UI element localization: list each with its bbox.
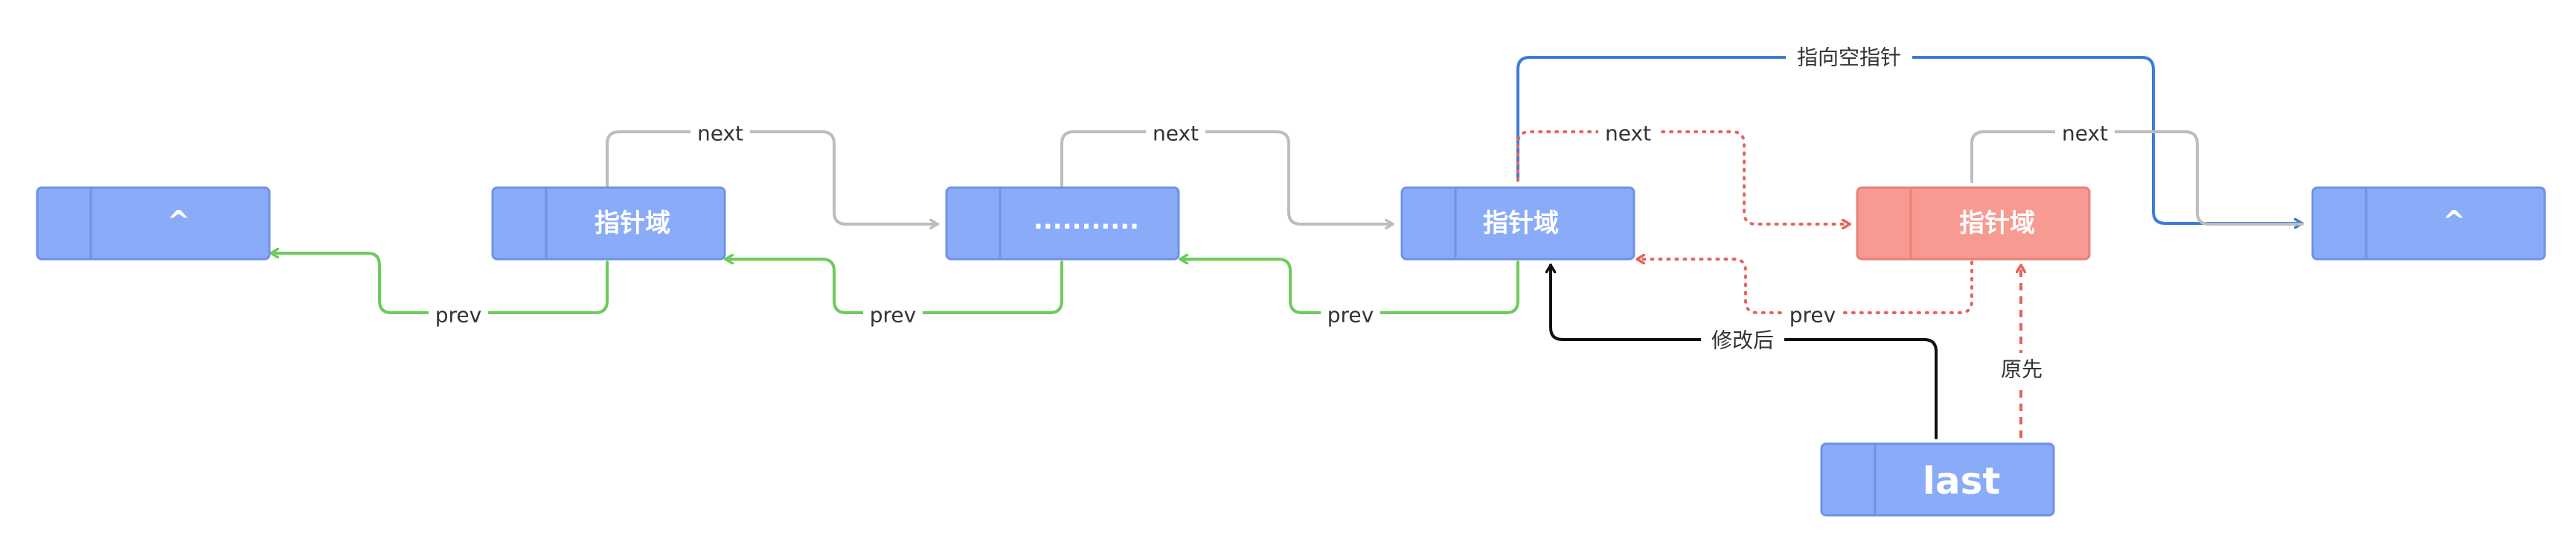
edge-label-next: next bbox=[1153, 121, 1199, 146]
edge-prev-3-2: prev bbox=[724, 259, 1063, 330]
edge-label-prev: prev bbox=[435, 303, 481, 328]
list-node: ........... bbox=[945, 186, 1180, 261]
edge-next-3-4: next bbox=[1060, 116, 1394, 224]
list-node: 指针域 bbox=[491, 186, 726, 261]
node-label: ........... bbox=[1034, 206, 1139, 235]
edge-next-4-5: next bbox=[1516, 116, 1851, 224]
node-label: ^ bbox=[167, 205, 190, 238]
edge-label-next: next bbox=[1605, 121, 1651, 146]
list-node-highlighted: 指针域 bbox=[1856, 186, 2091, 261]
node-label: 指针域 bbox=[1959, 208, 2035, 238]
edge-label-prev: prev bbox=[870, 303, 916, 328]
edge-label-null-pointer: 指向空指针 bbox=[1797, 45, 1901, 70]
edge-prev-2-1: prev bbox=[269, 253, 609, 330]
edge-last-before: 原先 bbox=[1994, 265, 2049, 438]
edge-label-originally: 原先 bbox=[2001, 357, 2042, 382]
edge-prev-5-4: prev bbox=[1635, 259, 1973, 330]
edge-next-2-3: next bbox=[606, 116, 939, 224]
edge-null-pointer: 指向空指针 bbox=[1516, 42, 2304, 223]
edge-label-next: next bbox=[2062, 121, 2108, 146]
list-node: ^ bbox=[36, 186, 271, 261]
edge-label-next: next bbox=[697, 121, 743, 146]
node-label-last: last bbox=[1923, 459, 2001, 503]
edge-label-prev: prev bbox=[1790, 303, 1836, 328]
edge-label-prev: prev bbox=[1327, 303, 1374, 328]
node-label: ^ bbox=[2442, 205, 2466, 238]
node-label: 指针域 bbox=[1483, 208, 1559, 238]
edge-last-after: 修改后 bbox=[1551, 264, 1938, 439]
nodes-layer: ^ 指针域 ........... 指针域 指针域 ^ bbox=[36, 186, 2546, 517]
edge-prev-4-3: prev bbox=[1179, 259, 1519, 330]
node-label: 指针域 bbox=[595, 208, 670, 238]
list-node: ^ bbox=[2311, 186, 2546, 261]
edge-label-after-change: 修改后 bbox=[1711, 328, 1774, 353]
list-node: 指针域 bbox=[1400, 186, 1635, 261]
edge-next-5-6: next bbox=[1970, 116, 2304, 226]
edges-layer: 指向空指针 next next next next bbox=[269, 42, 2304, 439]
last-node: last bbox=[1820, 442, 2055, 517]
